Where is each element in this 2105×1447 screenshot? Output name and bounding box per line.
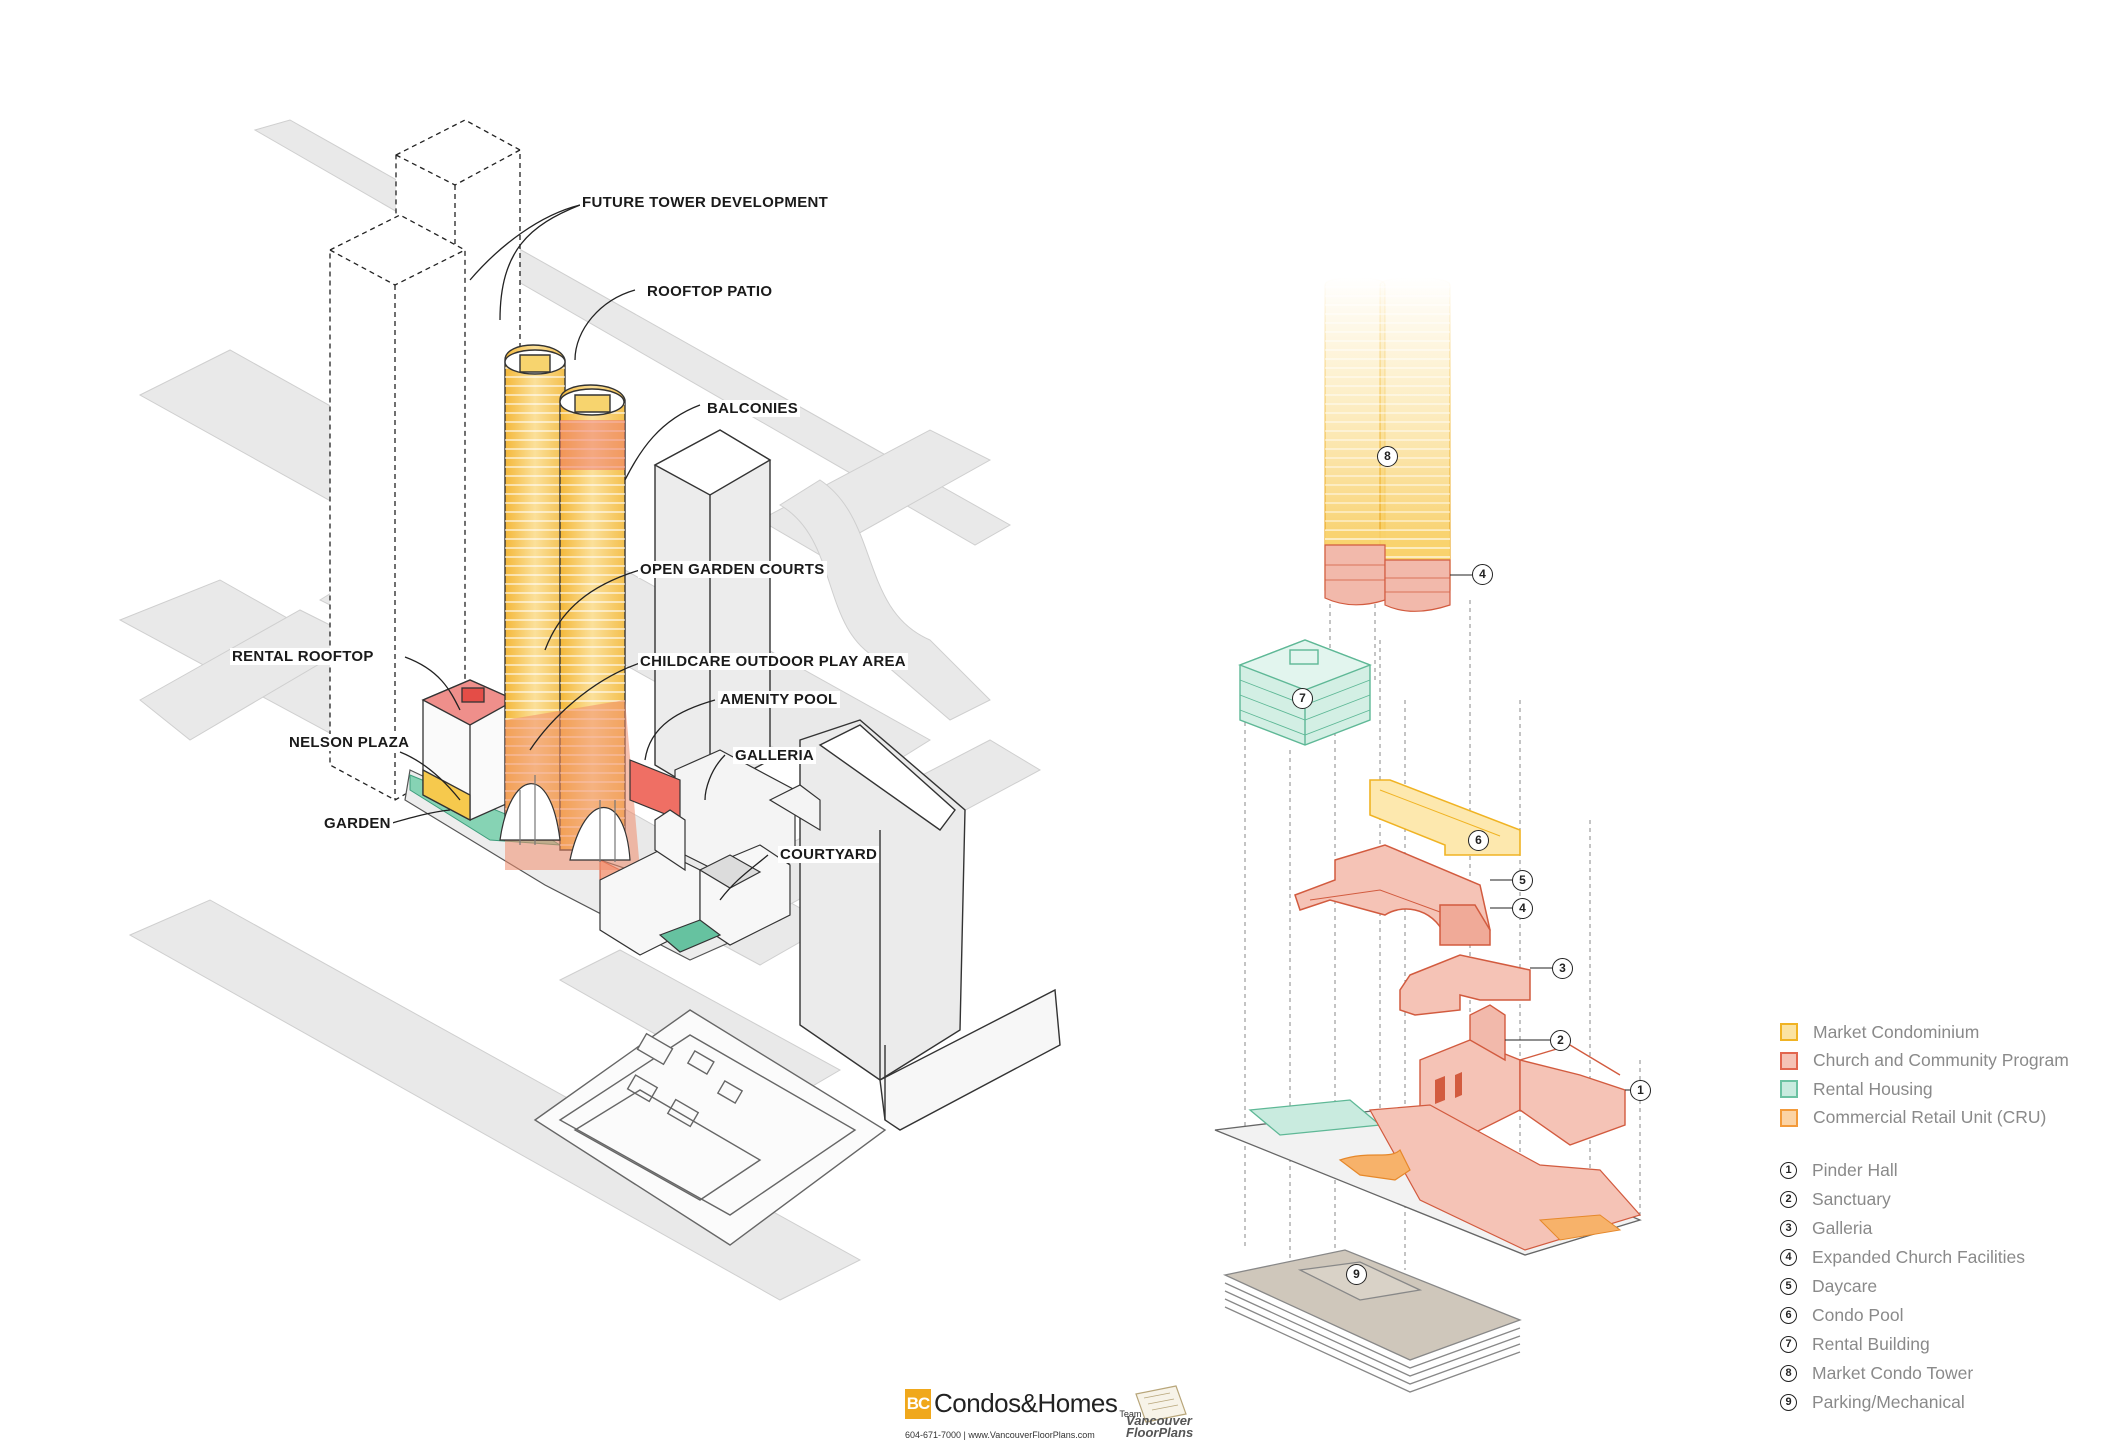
galleria-exploded: [1399, 954, 1531, 1016]
legend-label: Commercial Retail Unit (CRU): [1813, 1107, 2047, 1128]
legend-item-label: Daycare: [1812, 1276, 1878, 1296]
vfp-line1: Vancouver: [1126, 1413, 1192, 1428]
legend-label: Church and Community Program: [1813, 1050, 2069, 1071]
legend-number: 5: [1780, 1278, 1797, 1295]
tag-expanded-church-lower: 4: [1512, 898, 1533, 919]
callout-rooftop-patio: ROOFTOP PATIO: [645, 283, 775, 300]
callout-future-tower: FUTURE TOWER DEVELOPMENT: [580, 194, 831, 211]
legend-item: 2 Sanctuary: [1780, 1185, 2090, 1214]
legend-number: 4: [1780, 1249, 1797, 1266]
legend-number: 8: [1780, 1365, 1797, 1382]
callout-rental-rooftop: RENTAL ROOFTOP: [230, 648, 376, 665]
callout-open-garden-courts: OPEN GARDEN COURTS: [638, 561, 827, 578]
church-exploded: [1419, 1004, 1626, 1146]
vancouver-floorplans-logo-icon: [1135, 1385, 1187, 1423]
tag-rental-building: 7: [1292, 688, 1313, 709]
tag-market-condo-tower: 8: [1377, 446, 1398, 467]
podium-arches: [499, 759, 681, 862]
condo-tower-exploded: [1324, 276, 1451, 613]
legend-item: 7 Rental Building: [1780, 1330, 2090, 1359]
legend-number: 3: [1780, 1220, 1797, 1237]
legend-item-label: Expanded Church Facilities: [1812, 1247, 2026, 1267]
legend-row-church-community: Church and Community Program: [1780, 1047, 2090, 1076]
legend-number: 9: [1780, 1394, 1797, 1411]
swatch-rental-housing: [1780, 1080, 1798, 1099]
church-left: [599, 809, 791, 956]
swatch-cru: [1780, 1108, 1798, 1127]
callout-leaders: [384, 204, 769, 901]
contact-line: 604-671-7000 | www.VancouverFloorPlans.c…: [905, 1430, 1095, 1440]
tag-parking: 9: [1346, 1264, 1367, 1285]
rental-building-left: [421, 679, 517, 822]
bc-logo-mark: BC: [905, 1389, 931, 1419]
legend-number: 6: [1780, 1307, 1797, 1324]
tag-leaders: [1450, 574, 1630, 1091]
parking-exploded: [1222, 1249, 1522, 1393]
legend-row-rental-housing: Rental Housing: [1780, 1075, 2090, 1104]
legend-item: 1 Pinder Hall: [1780, 1156, 2090, 1185]
legend-item: 8 Market Condo Tower: [1780, 1359, 2090, 1388]
tag-sanctuary: 2: [1550, 1030, 1571, 1051]
legend-label: Market Condominium: [1813, 1021, 1980, 1042]
legend-number: 1: [1780, 1162, 1797, 1179]
swatch-church-community: [1780, 1051, 1798, 1070]
tag-condo-pool: 6: [1468, 830, 1489, 851]
tag-expanded-church-upper: 4: [1472, 564, 1493, 585]
legend-item: 6 Condo Pool: [1780, 1301, 2090, 1330]
callout-amenity-pool: AMENITY POOL: [718, 691, 840, 708]
swatch-market-condo: [1780, 1023, 1798, 1042]
legend-item-label: Parking/Mechanical: [1812, 1392, 1965, 1412]
legend-item: 9 Parking/Mechanical: [1780, 1388, 2090, 1417]
legend-item-label: Galleria: [1812, 1218, 1873, 1238]
daycare-exploded: [1294, 844, 1491, 946]
callout-garden: GARDEN: [322, 815, 393, 832]
legend-row-cru: Commercial Retail Unit (CRU): [1780, 1104, 2090, 1133]
brand-team: Team: [1119, 1409, 1142, 1419]
legend-item-label: Condo Pool: [1812, 1305, 1904, 1325]
vancouver-floorplans-wordmark: Vancouver FloorPlans: [1126, 1413, 1194, 1440]
callout-courtyard: COURTYARD: [778, 846, 880, 863]
legend-item-label: Market Condo Tower: [1812, 1363, 1974, 1383]
legend-row-market-condo: Market Condominium: [1780, 1018, 2090, 1047]
legend-item-label: Sanctuary: [1812, 1189, 1891, 1209]
callout-nelson-plaza: NELSON PLAZA: [287, 734, 412, 751]
brand-name: Condos&Homes: [934, 1388, 1118, 1418]
legend-item: 5 Daycare: [1780, 1272, 2090, 1301]
legend-item-label: Pinder Hall: [1812, 1160, 1898, 1180]
callout-balconies: BALCONIES: [705, 400, 801, 417]
ground-slab-exploded: [1214, 1099, 1642, 1256]
legend-label: Rental Housing: [1813, 1078, 1933, 1099]
vfp-line2: FloorPlans: [1126, 1425, 1194, 1440]
legend-item-label: Rental Building: [1812, 1334, 1930, 1354]
legend: Market Condominium Church and Community …: [1780, 1018, 2090, 1417]
callout-childcare-play-area: CHILDCARE OUTDOOR PLAY AREA: [638, 653, 908, 670]
legend-item: 4 Expanded Church Facilities: [1780, 1243, 2090, 1272]
legend-number: 7: [1780, 1336, 1797, 1353]
legend-item: 3 Galleria: [1780, 1214, 2090, 1243]
legend-number: 2: [1780, 1191, 1797, 1208]
lower-block-outline: [533, 1009, 887, 1246]
tag-daycare: 5: [1512, 870, 1533, 891]
tag-pinder-hall: 1: [1630, 1080, 1651, 1101]
bc-condos-logo: BC Condos&Homes Team: [905, 1388, 1141, 1419]
condo-pool-exploded: [1369, 779, 1521, 856]
tag-galleria: 3: [1552, 958, 1573, 979]
callout-galleria: GALLERIA: [733, 747, 817, 764]
